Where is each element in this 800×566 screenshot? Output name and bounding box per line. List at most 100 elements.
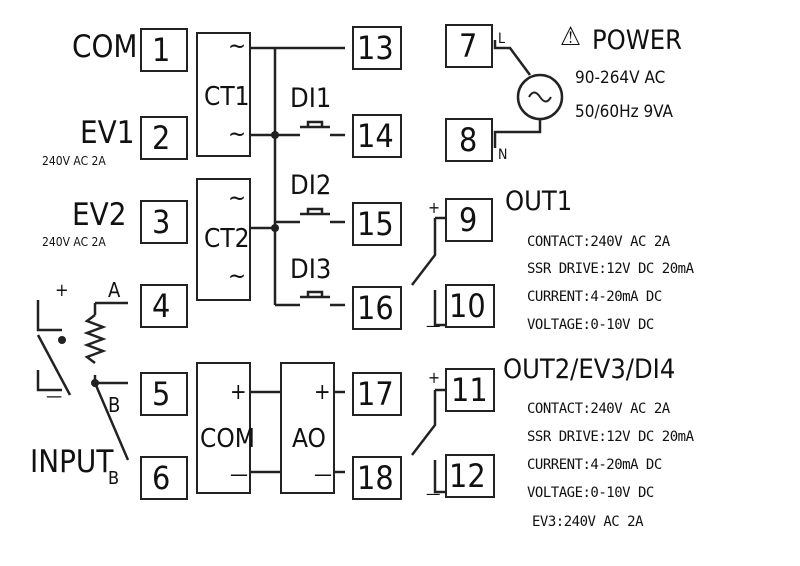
sine-icon — [528, 91, 552, 103]
terminal-box: 2 — [140, 116, 188, 160]
terminal-box: 9 — [445, 198, 493, 242]
out1-spec: SSR DRIVE:12V DC 20mA — [527, 261, 694, 277]
di3-switch — [300, 290, 330, 299]
power-line2: 50/60Hz 9VA — [575, 102, 674, 122]
terminal-box: 8 — [445, 118, 493, 162]
di1-switch — [300, 120, 330, 129]
terminal-number: 11 — [451, 371, 488, 409]
terminal-box: 16 — [352, 286, 402, 330]
out2-spec: SSR DRIVE:12V DC 20mA — [527, 429, 694, 445]
terminal-number: 16 — [357, 289, 394, 327]
terminal-box: 6 — [140, 456, 188, 500]
sensor-minus: — — [46, 386, 63, 407]
out1-spec: CONTACT:240V AC 2A — [527, 234, 670, 250]
terminal-number: 17 — [357, 375, 394, 413]
wire-com-ao — [250, 390, 280, 474]
out2-plus: + — [428, 368, 441, 387]
label-di2: DI2 — [290, 170, 332, 201]
sensor-plus: + — [55, 280, 69, 301]
ao-label: AO — [292, 424, 326, 454]
ct2-tilde-bottom: ~ — [228, 262, 247, 290]
ao-minus: — — [314, 462, 332, 486]
terminal-number: 1 — [152, 31, 171, 69]
power-l: L — [498, 31, 506, 47]
node-dot — [58, 336, 66, 344]
label-ev1: EV1 — [80, 115, 135, 151]
terminal-number: 12 — [449, 457, 486, 495]
out1-relay — [411, 216, 445, 327]
terminal-number: 10 — [449, 287, 486, 325]
power-line1: 90-264V AC — [575, 68, 666, 88]
out2-relay — [411, 388, 445, 494]
terminal-number: 7 — [459, 27, 478, 65]
label-ev2-rating: 240V AC 2A — [42, 235, 106, 249]
out2-spec: EV3:240V AC 2A — [532, 514, 644, 530]
label-di1: DI1 — [290, 83, 332, 114]
ct1-tilde-top: ~ — [228, 32, 247, 60]
power-title: POWER — [592, 25, 683, 56]
ct1-module: ~ CT1 ~ — [196, 32, 251, 157]
warning-icon: ⚠ — [560, 22, 581, 52]
terminal-box: 4 — [140, 284, 188, 328]
out2-spec: CURRENT:4-20mA DC — [527, 457, 662, 473]
terminal-number: 6 — [152, 459, 171, 497]
label-com: COM — [72, 29, 138, 65]
com-module: + COM — — [196, 362, 255, 494]
terminal-box: 18 — [352, 456, 402, 500]
out2-spec: VOLTAGE:0-10V DC — [527, 485, 654, 501]
terminal-number: 3 — [152, 203, 171, 241]
wire-power-n — [493, 118, 542, 148]
ao-plus: + — [314, 380, 331, 405]
ct2-tilde-top: ~ — [228, 184, 247, 212]
wire-power-l — [493, 40, 532, 76]
ct2-module: ~ CT2 ~ — [196, 178, 251, 301]
terminal-number: 14 — [357, 117, 394, 155]
out1-title: OUT1 — [505, 186, 573, 217]
terminal-number: 15 — [357, 205, 394, 243]
terminal-box: 7 — [445, 24, 493, 68]
terminal-number: 2 — [152, 119, 171, 157]
sensor-b-link — [93, 382, 130, 461]
com-minus: — — [230, 462, 248, 486]
terminal-box: 11 — [445, 368, 495, 412]
label-input-sub: B — [108, 468, 120, 489]
ct1-tilde-bottom: ~ — [228, 120, 247, 148]
label-ev2: EV2 — [72, 197, 127, 233]
out1-spec: VOLTAGE:0-10V DC — [527, 317, 654, 333]
terminal-box: 1 — [140, 28, 188, 72]
terminal-number: 13 — [357, 29, 394, 67]
out1-plus: + — [428, 198, 441, 217]
label-input: INPUT — [30, 444, 114, 480]
com-plus: + — [230, 380, 247, 405]
out1-minus: — — [426, 316, 441, 335]
label-di3: DI3 — [290, 254, 332, 285]
sensor-left — [36, 300, 72, 396]
out2-spec: CONTACT:240V AC 2A — [527, 401, 670, 417]
ao-module: + AO — — [280, 362, 335, 494]
wire-ao-terms — [333, 390, 345, 474]
terminal-box: 5 — [140, 372, 188, 416]
terminal-number: 9 — [459, 201, 478, 239]
terminal-box: 14 — [352, 114, 402, 158]
di2-switch — [300, 207, 330, 216]
terminal-box: 13 — [352, 26, 402, 70]
terminal-number: 5 — [152, 375, 171, 413]
terminal-number: 18 — [357, 459, 394, 497]
terminal-box: 15 — [352, 202, 402, 246]
label-ev1-rating: 240V AC 2A — [42, 154, 106, 168]
sensor-b: B — [108, 393, 121, 417]
ct1-label: CT1 — [204, 82, 250, 112]
sensor-a: A — [108, 278, 121, 302]
terminal-box: 10 — [445, 284, 495, 328]
terminal-box: 12 — [445, 454, 495, 498]
node-dot — [271, 224, 279, 232]
terminal-box: 3 — [140, 200, 188, 244]
node-dot — [91, 379, 99, 387]
terminal-box: 17 — [352, 372, 402, 416]
sensor-resistor — [83, 314, 107, 364]
terminal-number: 4 — [152, 287, 171, 325]
out1-spec: CURRENT:4-20mA DC — [527, 289, 662, 305]
power-n: N — [498, 147, 508, 163]
sensor-wires — [93, 301, 128, 385]
